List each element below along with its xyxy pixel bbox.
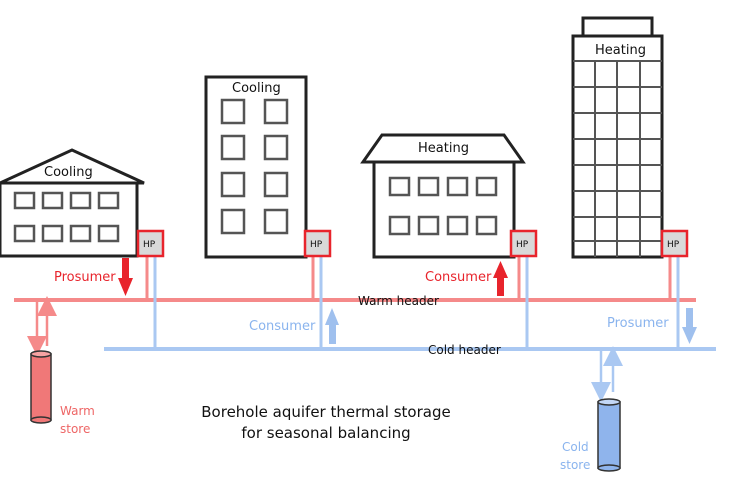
warm-store-label-1: Warm xyxy=(60,404,95,418)
cold-store-tank xyxy=(597,398,621,472)
heat-pump-3: HP xyxy=(509,229,538,258)
building-4-role: Prosumer xyxy=(607,316,669,331)
building-3-role: Consumer xyxy=(425,270,492,285)
building-4-label: Heating xyxy=(595,43,646,58)
svg-text:HP: HP xyxy=(143,240,156,250)
building-skyscraper-heating xyxy=(571,16,664,259)
building-1-label: Cooling xyxy=(44,165,93,180)
cold-store-label-1: Cold xyxy=(562,440,589,454)
heat-pump-2: HP xyxy=(303,229,332,258)
cold-store-arrows xyxy=(591,346,623,402)
svg-text:HP: HP xyxy=(310,240,323,250)
building-house-heating xyxy=(360,133,526,259)
heat-pump-1: HP xyxy=(136,229,165,258)
warm-store-label-2: store xyxy=(60,422,90,436)
building-2-label: Cooling xyxy=(232,81,281,96)
building-house-cooling xyxy=(0,148,145,258)
cold-store-label-2: store xyxy=(560,458,590,472)
building-1-role: Prosumer xyxy=(54,270,116,285)
building-tower-cooling xyxy=(204,75,308,259)
building-2-role: Consumer xyxy=(249,319,316,334)
cold-header-label: Cold header xyxy=(428,343,501,357)
heat-pump-4: HP xyxy=(660,229,689,258)
svg-text:HP: HP xyxy=(667,240,680,250)
warm-header-label: Warm header xyxy=(358,294,439,308)
arrow-down-red-icon xyxy=(118,258,133,296)
warm-store-arrows xyxy=(27,296,57,356)
arrow-up-blue-icon xyxy=(325,308,339,344)
warm-store-tank xyxy=(30,350,52,424)
caption-line-2: for seasonal balancing xyxy=(241,424,410,442)
building-3-label: Heating xyxy=(418,141,469,156)
arrow-up-red-icon xyxy=(493,261,508,296)
svg-text:HP: HP xyxy=(516,240,529,250)
arrow-down-blue-icon xyxy=(682,308,697,344)
caption-line-1: Borehole aquifer thermal storage xyxy=(201,403,450,421)
